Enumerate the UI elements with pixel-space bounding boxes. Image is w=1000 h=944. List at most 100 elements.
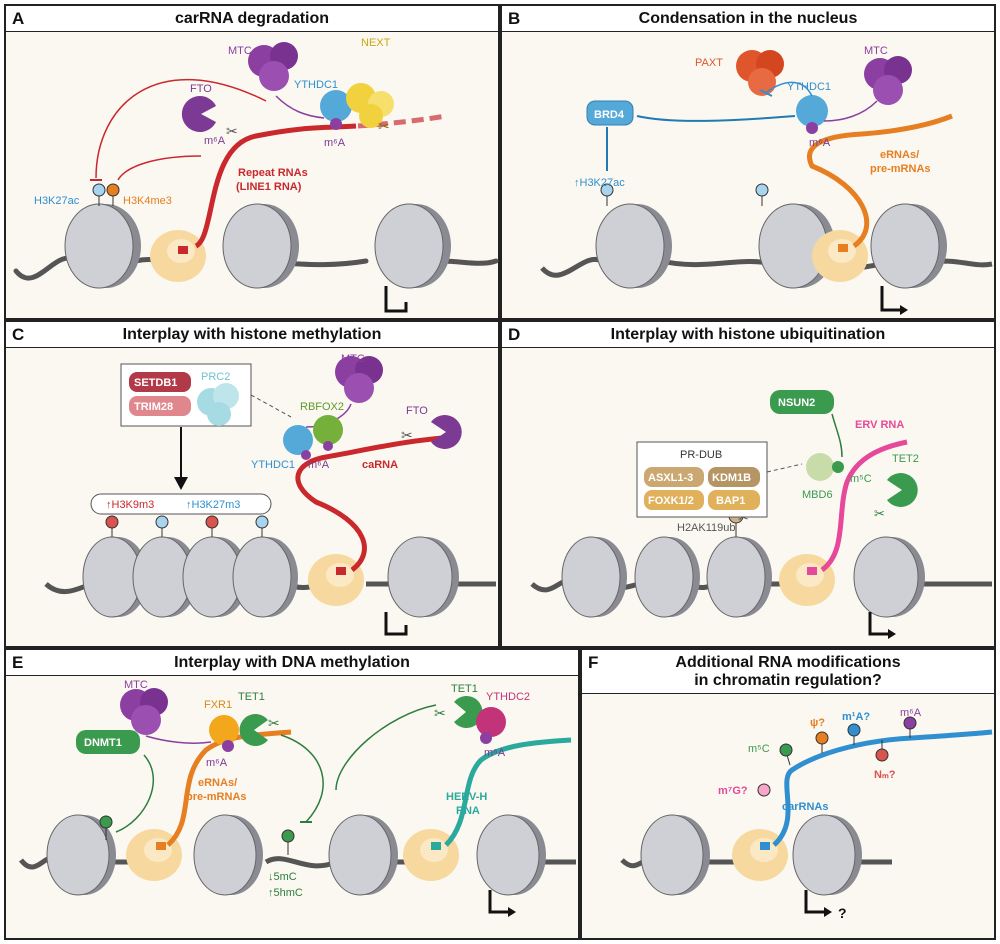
panel-c-letter: C	[12, 325, 25, 344]
label-nm: Nₘ?	[874, 769, 896, 781]
label-paxt: PAXT	[695, 57, 723, 69]
label-ythdc2: YTHDC2	[486, 691, 530, 703]
tet1-protein	[454, 696, 483, 728]
label-tet1: TET1	[451, 683, 478, 695]
label-h3k4me3: H3K4me3	[123, 195, 172, 207]
label-m6a: m⁶A	[900, 707, 922, 719]
scissors-icon: ✂	[434, 705, 446, 721]
label-mtc: MTC	[124, 679, 148, 691]
scissors-icon: ✂	[874, 506, 885, 521]
label-carna: caRNA	[362, 459, 398, 471]
panel-c-header: C Interplay with histone methylation	[6, 322, 498, 348]
tss-icon	[384, 612, 408, 636]
panel-d-header: D Interplay with histone ubiquitination	[502, 322, 994, 348]
label-ernas: eRNAs/	[880, 149, 919, 161]
nucleosome	[387, 536, 459, 618]
label-nsun2: NSUN2	[778, 397, 815, 409]
label-next: NEXT	[361, 37, 391, 49]
label-erv-rna: ERV RNA	[855, 419, 904, 431]
label-m5c: m⁵C	[748, 743, 770, 755]
label-mbd6: MBD6	[802, 489, 833, 501]
label-brd4: BRD4	[594, 109, 625, 121]
panel-e-header: E Interplay with DNA methylation	[6, 650, 578, 676]
label-h3k27me3: ↑H3K27m3	[186, 499, 240, 511]
label-carnas: carRNAs	[782, 801, 828, 813]
label-mtc: MTC	[228, 45, 252, 57]
rna-polymerase	[150, 230, 206, 282]
label-foxk: FOXK1/2	[648, 495, 694, 507]
scissors-icon: ✂	[268, 715, 280, 731]
fto-protein	[181, 96, 216, 132]
scissors-icon: ✂	[226, 123, 238, 139]
label-pre-mrnas: pre-mRNAs	[870, 163, 931, 175]
nucleosome	[853, 536, 925, 618]
ythdc1-protein	[320, 90, 352, 130]
mtc-complex	[120, 688, 168, 735]
nucleosome	[182, 536, 248, 618]
label-asxl: ASXL1-3	[648, 472, 693, 484]
scissors-icon: ✂	[401, 427, 413, 443]
label-pr-dub: PR-DUB	[680, 449, 722, 461]
panel-b-header: B Condensation in the nucleus	[502, 6, 994, 32]
panel-c: C Interplay with histone methylation ✂ S…	[4, 320, 500, 648]
label-repeat-rnas: Repeat RNAs	[238, 167, 308, 179]
panel-b: B Condensation in the nucleus PAXT MTC Y…	[500, 4, 996, 320]
bap1-protein	[708, 490, 760, 510]
kdm1b-protein	[708, 467, 760, 487]
label-herv-rna: RNA	[456, 805, 480, 817]
panel-f-title-line1: Additional RNA modifications	[675, 654, 901, 671]
mtc-complex	[864, 56, 912, 105]
nucleosome	[595, 203, 672, 289]
label-tet1: TET1	[238, 691, 265, 703]
tss-arrow-icon	[868, 612, 890, 636]
label-line1: (LINE1 RNA)	[236, 181, 302, 193]
fto-protein	[431, 415, 462, 449]
panel-f-title-line2: in chromatin regulation?	[694, 672, 882, 689]
nucleosome	[328, 814, 398, 896]
panel-a-diagram: ✂ ✂ MTC NEXT FTO YTHDC1 m⁶A m⁶A Repeat R…	[13, 37, 499, 313]
nucleosome	[132, 536, 198, 618]
trim28-protein	[129, 396, 191, 416]
label-m1a: m¹A?	[842, 711, 870, 723]
panel-b-title: Condensation in the nucleus	[638, 10, 858, 27]
panel-d-letter: D	[508, 325, 521, 344]
label-psi: ψ?	[810, 717, 825, 729]
mbd6-protein	[806, 453, 844, 481]
label-h2ak119ub: H2AK119ub	[677, 522, 736, 534]
panel-e: E Interplay with DNA methylation ✂ ✂ MTC…	[4, 648, 580, 940]
next-complex	[346, 83, 394, 128]
label-ythdc1: YTHDC1	[251, 459, 295, 471]
label-m5c: m⁵C	[850, 473, 872, 485]
panel-f: F Additional RNA modifications in chroma…	[580, 648, 996, 940]
label-trim28: TRIM28	[134, 401, 173, 413]
tss-arrow-icon	[804, 890, 826, 914]
label-bap1: BAP1	[716, 495, 745, 507]
label-m6a: m⁶A	[308, 459, 330, 471]
carna	[295, 434, 457, 572]
nucleosome	[476, 814, 546, 896]
label-ythdc1: YTHDC1	[294, 79, 338, 91]
label-fto: FTO	[406, 405, 428, 417]
label-dnmt1: DNMT1	[84, 737, 122, 749]
nucleosome	[634, 536, 700, 618]
tss-icon	[384, 286, 408, 313]
label-pre-mrnas: pre-mRNAs	[186, 791, 247, 803]
label-fto: FTO	[190, 83, 212, 95]
label-h3k27ac: ↑H3K27ac	[574, 177, 625, 189]
panel-f-title: Additional RNA modifications in chromati…	[582, 654, 994, 690]
tet1-protein	[239, 714, 268, 746]
label-m6a: m⁶A	[204, 135, 226, 147]
label-ythdc1: YTHDC1	[787, 81, 831, 93]
panel-f-diagram: m⁵C ψ? m¹A? m⁶A Nₘ? m⁷G? carRNAs ?	[620, 707, 993, 921]
label-tet2: TET2	[892, 453, 919, 465]
panel-e-title: Interplay with DNA methylation	[174, 654, 410, 671]
foxk-protein	[644, 490, 704, 510]
nucleosome	[561, 536, 627, 618]
panel-a: A carRNA degradation ✂ ✂ MTC NEXT FTO	[4, 4, 500, 320]
label-m6a: m⁶A	[809, 137, 831, 149]
nucleosome	[193, 814, 263, 896]
rna-polymerase	[779, 554, 835, 606]
tet2-protein	[887, 473, 918, 507]
nucleosome	[640, 814, 710, 896]
label-prc2: PRC2	[201, 371, 230, 383]
